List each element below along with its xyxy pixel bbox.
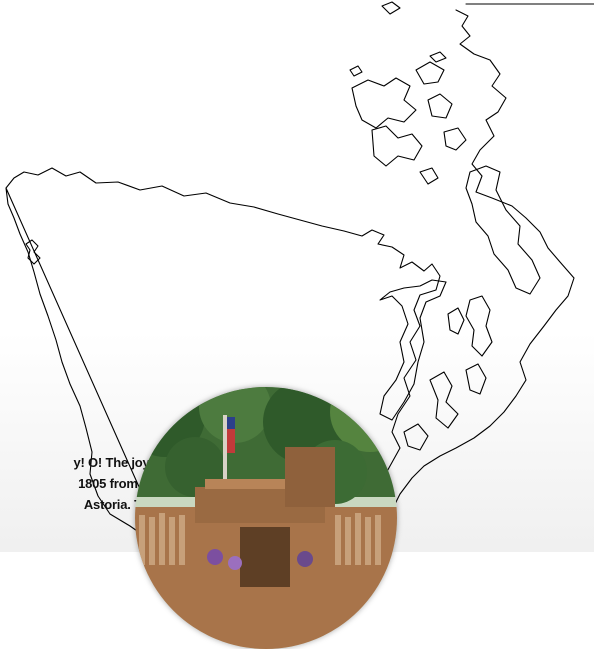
- san-juan-island-5: [443, 127, 467, 151]
- small-island-b: [349, 65, 363, 77]
- san-juan-island-2: [371, 125, 423, 167]
- caption-line-1: y! O! The joy!”: [73, 455, 160, 470]
- south-inlet-2: [465, 363, 487, 395]
- whidbey-island-outline: [465, 165, 541, 295]
- san-juan-island-3: [415, 61, 445, 85]
- lake-outline: [25, 239, 41, 265]
- san-juan-island-1: [351, 77, 417, 129]
- peninsula-outline: [5, 167, 441, 552]
- hood-canal-outline: [379, 279, 447, 421]
- south-inlet-1: [429, 371, 459, 429]
- south-inlet-3: [403, 423, 429, 451]
- coastline-map: [5, 1, 594, 552]
- small-island-top: [381, 1, 401, 15]
- san-juan-island-6: [419, 167, 439, 185]
- san-juan-island-4: [427, 93, 453, 119]
- vashon-island-outline: [465, 295, 493, 357]
- fort-photo: [135, 387, 397, 649]
- small-island-a: [429, 51, 447, 63]
- caption-line-2: 1805 from the: [78, 476, 160, 491]
- east-shoreline: [371, 3, 594, 552]
- bainbridge-island-outline: [447, 307, 465, 335]
